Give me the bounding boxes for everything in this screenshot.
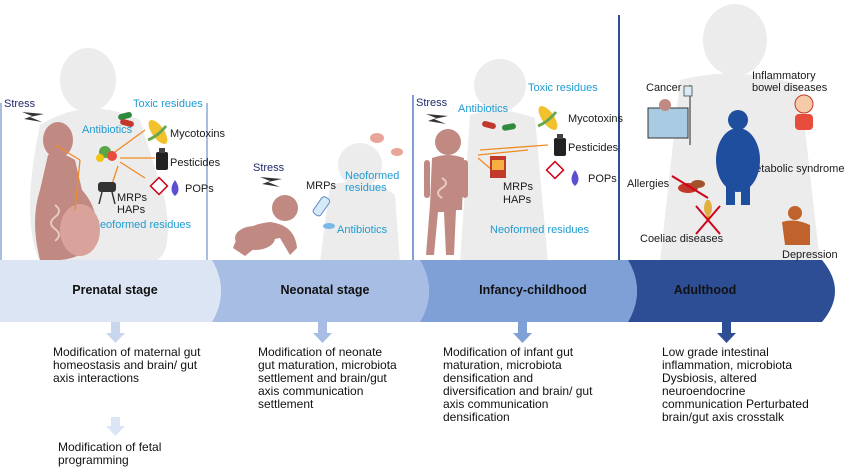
pops-droplet-icon bbox=[571, 170, 579, 186]
prenatal-right-border bbox=[206, 103, 208, 263]
hazard-sign-icon bbox=[149, 176, 169, 196]
infancy-neoformed-label: Neoformed residues bbox=[490, 224, 590, 236]
prenatal-pops-label: POPs bbox=[185, 183, 214, 195]
down-arrow-prenatal bbox=[106, 322, 125, 343]
neonatal-illustration bbox=[233, 133, 403, 256]
stage-banner-adulthood bbox=[628, 260, 835, 322]
brain-icon bbox=[370, 133, 403, 156]
intestine-icon bbox=[437, 177, 447, 199]
adulthood-left-border bbox=[618, 15, 620, 263]
prenatal-toxic-residues-label: Toxic residues bbox=[133, 98, 203, 110]
infancy-pesticides-label: Pesticides bbox=[568, 142, 619, 154]
prenatal-mycotoxins-label: Mycotoxins bbox=[170, 128, 226, 140]
lightning-icon bbox=[22, 112, 44, 122]
antibiotic-pill-icon bbox=[482, 120, 516, 131]
adulthood-cancer-label: Cancer bbox=[646, 82, 682, 94]
adulthood-description: Low grade intestinal inflammation, micro… bbox=[662, 345, 809, 424]
neonatal-antibiotics-label: Antibiotics bbox=[337, 224, 388, 236]
allergy-food-icon bbox=[671, 175, 709, 199]
down-arrow-adulthood bbox=[717, 322, 736, 343]
lightning-icon bbox=[260, 177, 282, 187]
infancy-mycotoxins-label: Mycotoxins bbox=[568, 113, 624, 125]
crawling-baby-icon bbox=[233, 195, 298, 256]
stage-label-adulthood: Adulthood bbox=[673, 283, 737, 297]
neonatal-silhouette bbox=[320, 143, 400, 262]
neonatal-mrps-label: MRPs bbox=[306, 180, 336, 192]
stage-banner-prenatal bbox=[0, 260, 221, 322]
antibiotic-pill-icon bbox=[118, 111, 134, 128]
food-icon bbox=[96, 146, 117, 162]
pops-droplet-icon bbox=[171, 180, 179, 196]
sick-child-icon bbox=[794, 94, 814, 130]
depressed-person-icon bbox=[782, 206, 810, 245]
down-arrow-prenatal-2 bbox=[106, 417, 125, 436]
pesticide-can-icon bbox=[156, 148, 168, 170]
stage-label-neonatal: Neonatal stage bbox=[280, 283, 370, 297]
adulthood-metabolic-label: Metabolic syndrome bbox=[746, 163, 845, 175]
infancy-description: Modification of infant gut maturation, m… bbox=[443, 345, 593, 424]
infancy-illustration bbox=[424, 106, 579, 255]
baby-bottle-icon bbox=[312, 196, 331, 217]
adulthood-ibd-label: Inflammatory bowel diseases bbox=[752, 70, 828, 94]
intestine-icon bbox=[50, 204, 60, 242]
adulthood-illustration bbox=[647, 85, 814, 245]
stage-banner-neonatal bbox=[212, 260, 429, 322]
prenatal-mrps-label: MRPs bbox=[117, 192, 147, 204]
prenatal-illustration bbox=[35, 111, 179, 260]
adulthood-depression-label: Depression bbox=[782, 249, 838, 261]
prenatal-description: Modification of maternal gut homeostasis… bbox=[53, 345, 201, 385]
infancy-toxic-residues-label: Toxic residues bbox=[528, 82, 598, 94]
pregnant-woman-icon bbox=[35, 122, 100, 260]
prenatal-antibiotics-label: Antibiotics bbox=[82, 124, 133, 136]
infancy-left-border bbox=[412, 95, 414, 263]
stage-timeline bbox=[0, 260, 835, 322]
neonatal-neoformed-label: Neoformed residues bbox=[345, 170, 400, 194]
prenatal-haps-label: HAPs bbox=[117, 204, 146, 216]
prenatal-stress-label: Stress bbox=[4, 98, 36, 110]
pesticide-can-icon bbox=[554, 134, 566, 156]
prenatal-pesticides-label: Pesticides bbox=[170, 157, 221, 169]
obese-person-icon bbox=[716, 110, 760, 205]
infancy-stress-label: Stress bbox=[416, 97, 448, 109]
down-arrow-infancy bbox=[513, 322, 532, 343]
corn-icon bbox=[147, 120, 168, 144]
down-arrow-neonatal bbox=[313, 322, 332, 343]
grill-icon bbox=[98, 182, 116, 205]
stage-label-infancy: Infancy-childhood bbox=[479, 283, 587, 297]
wheat-crossed-icon bbox=[695, 200, 721, 235]
infancy-pops-label: POPs bbox=[588, 173, 617, 185]
bacteria-icon bbox=[323, 223, 335, 229]
neonatal-stress-label: Stress bbox=[253, 162, 285, 174]
neonatal-description: Modification of neonate gut maturation, … bbox=[258, 345, 397, 411]
exposure-arrows bbox=[477, 144, 549, 176]
stage-banner-infancy bbox=[420, 260, 637, 322]
adulthood-coeliac-label: Coeliac diseases bbox=[640, 233, 724, 245]
prenatal-neoformed-label: Neoformed residues bbox=[92, 219, 192, 231]
down-arrows bbox=[106, 322, 736, 436]
adulthood-allergies-label: Allergies bbox=[627, 178, 670, 190]
infancy-antibiotics-label: Antibiotics bbox=[458, 103, 509, 115]
stage-label-prenatal: Prenatal stage bbox=[72, 283, 158, 297]
hospital-bed-icon bbox=[647, 85, 693, 145]
infancy-mrps-label: MRPs bbox=[503, 181, 533, 193]
infancy-haps-label: HAPs bbox=[503, 194, 532, 206]
cereal-box-icon bbox=[490, 156, 506, 178]
child-silhouette bbox=[460, 59, 548, 262]
child-icon bbox=[424, 129, 468, 255]
lightning-icon bbox=[426, 114, 448, 124]
prenatal-description-2: Modification of fetal programming bbox=[58, 440, 162, 467]
corn-icon bbox=[537, 106, 558, 130]
hazard-sign-icon bbox=[545, 160, 565, 180]
prenatal-left-border bbox=[0, 103, 2, 263]
